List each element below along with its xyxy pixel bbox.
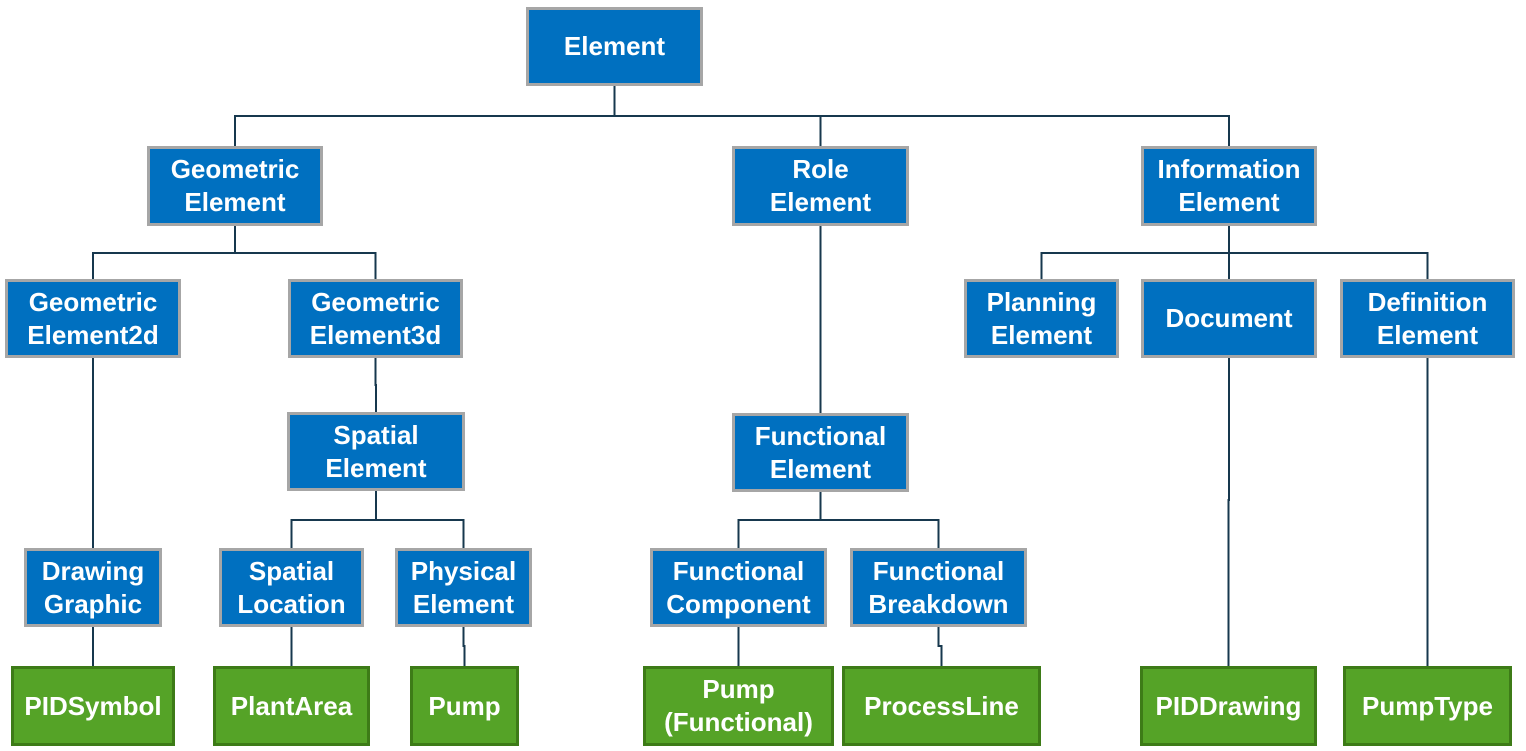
- node-label: Pump (Functional): [664, 674, 813, 737]
- node-label: Functional Component: [666, 555, 811, 619]
- node-spatial-element: Spatial Element: [287, 412, 465, 491]
- node-label: Element: [563, 31, 666, 61]
- node-pump: Pump: [410, 666, 519, 746]
- node-geometric-element2d: Geometric Element2d: [5, 279, 181, 358]
- node-functional-element: Functional Element: [732, 413, 909, 492]
- node-role-element: Role Element: [732, 146, 909, 226]
- node-label: PlantArea: [230, 690, 353, 721]
- node-functional-breakdown: Functional Breakdown: [850, 548, 1027, 627]
- edge-geometric-element3d-spatial-element: [374, 358, 377, 412]
- edge-functional-element-functional-component: [737, 492, 822, 548]
- node-geometric-element: Geometric Element: [147, 146, 323, 226]
- node-pump-functional: Pump (Functional): [643, 666, 834, 746]
- edge-geometric-element-geometric-element3d: [234, 226, 377, 279]
- edge-document-piddrawing: [1227, 358, 1230, 666]
- edge-physical-element-pump: [462, 627, 466, 666]
- node-document: Document: [1141, 279, 1317, 358]
- node-drawing-graphic: Drawing Graphic: [24, 548, 162, 627]
- node-label: Functional Element: [754, 420, 887, 484]
- node-label: Document: [1165, 303, 1293, 333]
- edge-information-element-planning-element: [1040, 226, 1230, 279]
- node-label: Geometric Element2d: [27, 286, 159, 350]
- node-label: Spatial Element: [325, 419, 427, 483]
- node-pidsymbol: PIDSymbol: [11, 666, 175, 746]
- node-geometric-element3d: Geometric Element3d: [288, 279, 463, 358]
- node-label: Information Element: [1157, 154, 1301, 217]
- edge-geometric-element-geometric-element2d: [92, 226, 236, 279]
- node-label: Pump: [428, 690, 501, 721]
- node-definition-element: Definition Element: [1340, 279, 1515, 358]
- node-label: Role Element: [769, 154, 872, 217]
- node-label: PIDSymbol: [24, 690, 162, 721]
- node-plantarea: PlantArea: [213, 666, 370, 746]
- edge-information-element-definition-element: [1228, 226, 1429, 279]
- node-label: Geometric Element: [170, 154, 300, 217]
- node-planning-element: Planning Element: [964, 279, 1119, 358]
- node-processline: ProcessLine: [842, 666, 1041, 746]
- node-piddrawing: PIDDrawing: [1140, 666, 1317, 746]
- node-pumptype: PumpType: [1343, 666, 1512, 746]
- node-information-element: Information Element: [1141, 146, 1317, 226]
- node-label: PumpType: [1362, 690, 1493, 721]
- node-label: ProcessLine: [864, 690, 1019, 721]
- edge-functional-breakdown-processline: [937, 627, 943, 666]
- node-label: Drawing Graphic: [41, 555, 145, 619]
- edge-element-information-element: [613, 86, 1230, 146]
- node-label: PIDDrawing: [1155, 690, 1302, 721]
- node-label: Definition Element: [1367, 286, 1488, 350]
- node-label: Functional Breakdown: [868, 555, 1009, 619]
- edge-spatial-element-spatial-location: [290, 491, 377, 548]
- node-label: Spatial Location: [237, 555, 346, 619]
- node-label: Physical Element: [410, 555, 517, 619]
- edge-spatial-element-physical-element: [375, 491, 465, 548]
- edge-element-geometric-element: [234, 86, 616, 146]
- node-functional-component: Functional Component: [650, 548, 827, 627]
- node-label: Planning Element: [986, 286, 1097, 350]
- node-element: Element: [526, 7, 703, 86]
- node-label: Geometric Element3d: [309, 286, 442, 350]
- node-spatial-location: Spatial Location: [219, 548, 364, 627]
- node-physical-element: Physical Element: [395, 548, 532, 627]
- edge-functional-element-functional-breakdown: [819, 492, 940, 548]
